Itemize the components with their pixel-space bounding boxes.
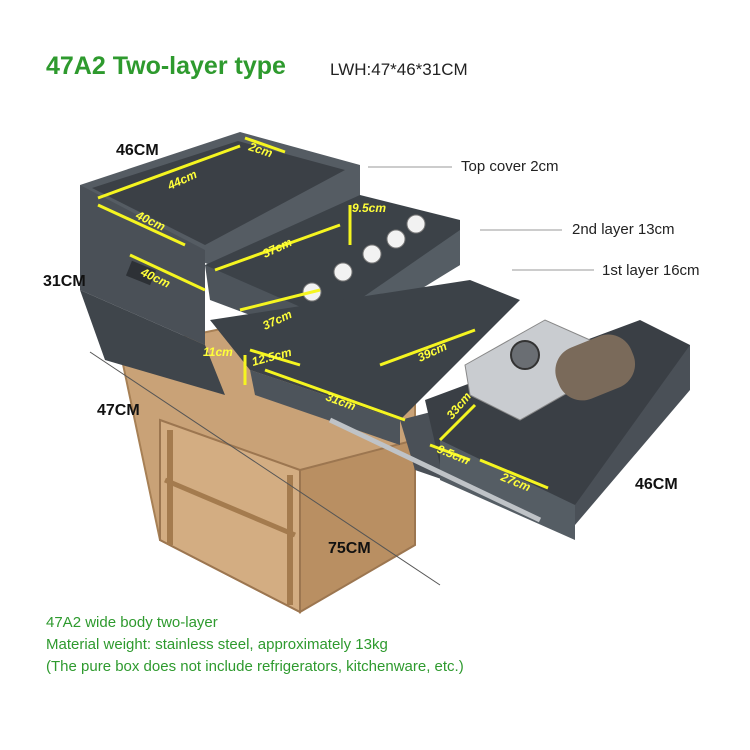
second-layer-callout: 2nd layer 13cm <box>572 221 675 238</box>
note-line: Material weight: stainless steel, approx… <box>46 636 388 653</box>
height-dimension: 31CM <box>43 273 86 290</box>
dimensions-summary: LWH:47*46*31CM <box>330 60 468 79</box>
length-dimension: 47CM <box>97 402 140 419</box>
note-line: (The pure box does not include refrigera… <box>46 658 464 675</box>
first-layer-callout: 1st layer 16cm <box>602 262 700 279</box>
page-title: 47A2 Two-layer type <box>46 52 286 80</box>
upper-tray-height-label: 9.5cm <box>352 201 386 215</box>
camping-stove <box>464 319 636 421</box>
note-line: 47A2 wide body two-layer <box>46 614 218 631</box>
width-right-dimension: 46CM <box>635 476 678 493</box>
dimension-lines <box>97 136 549 490</box>
extended-length-dimension: 75CM <box>328 540 371 557</box>
top-cover-callout: Top cover 2cm <box>461 158 559 175</box>
lower-height-label: 11cm <box>203 345 233 359</box>
width-top-dimension: 46CM <box>116 142 159 159</box>
leader-lines <box>89 166 594 586</box>
product-notes: 47A2 wide body two-layer Material weight… <box>46 612 464 678</box>
